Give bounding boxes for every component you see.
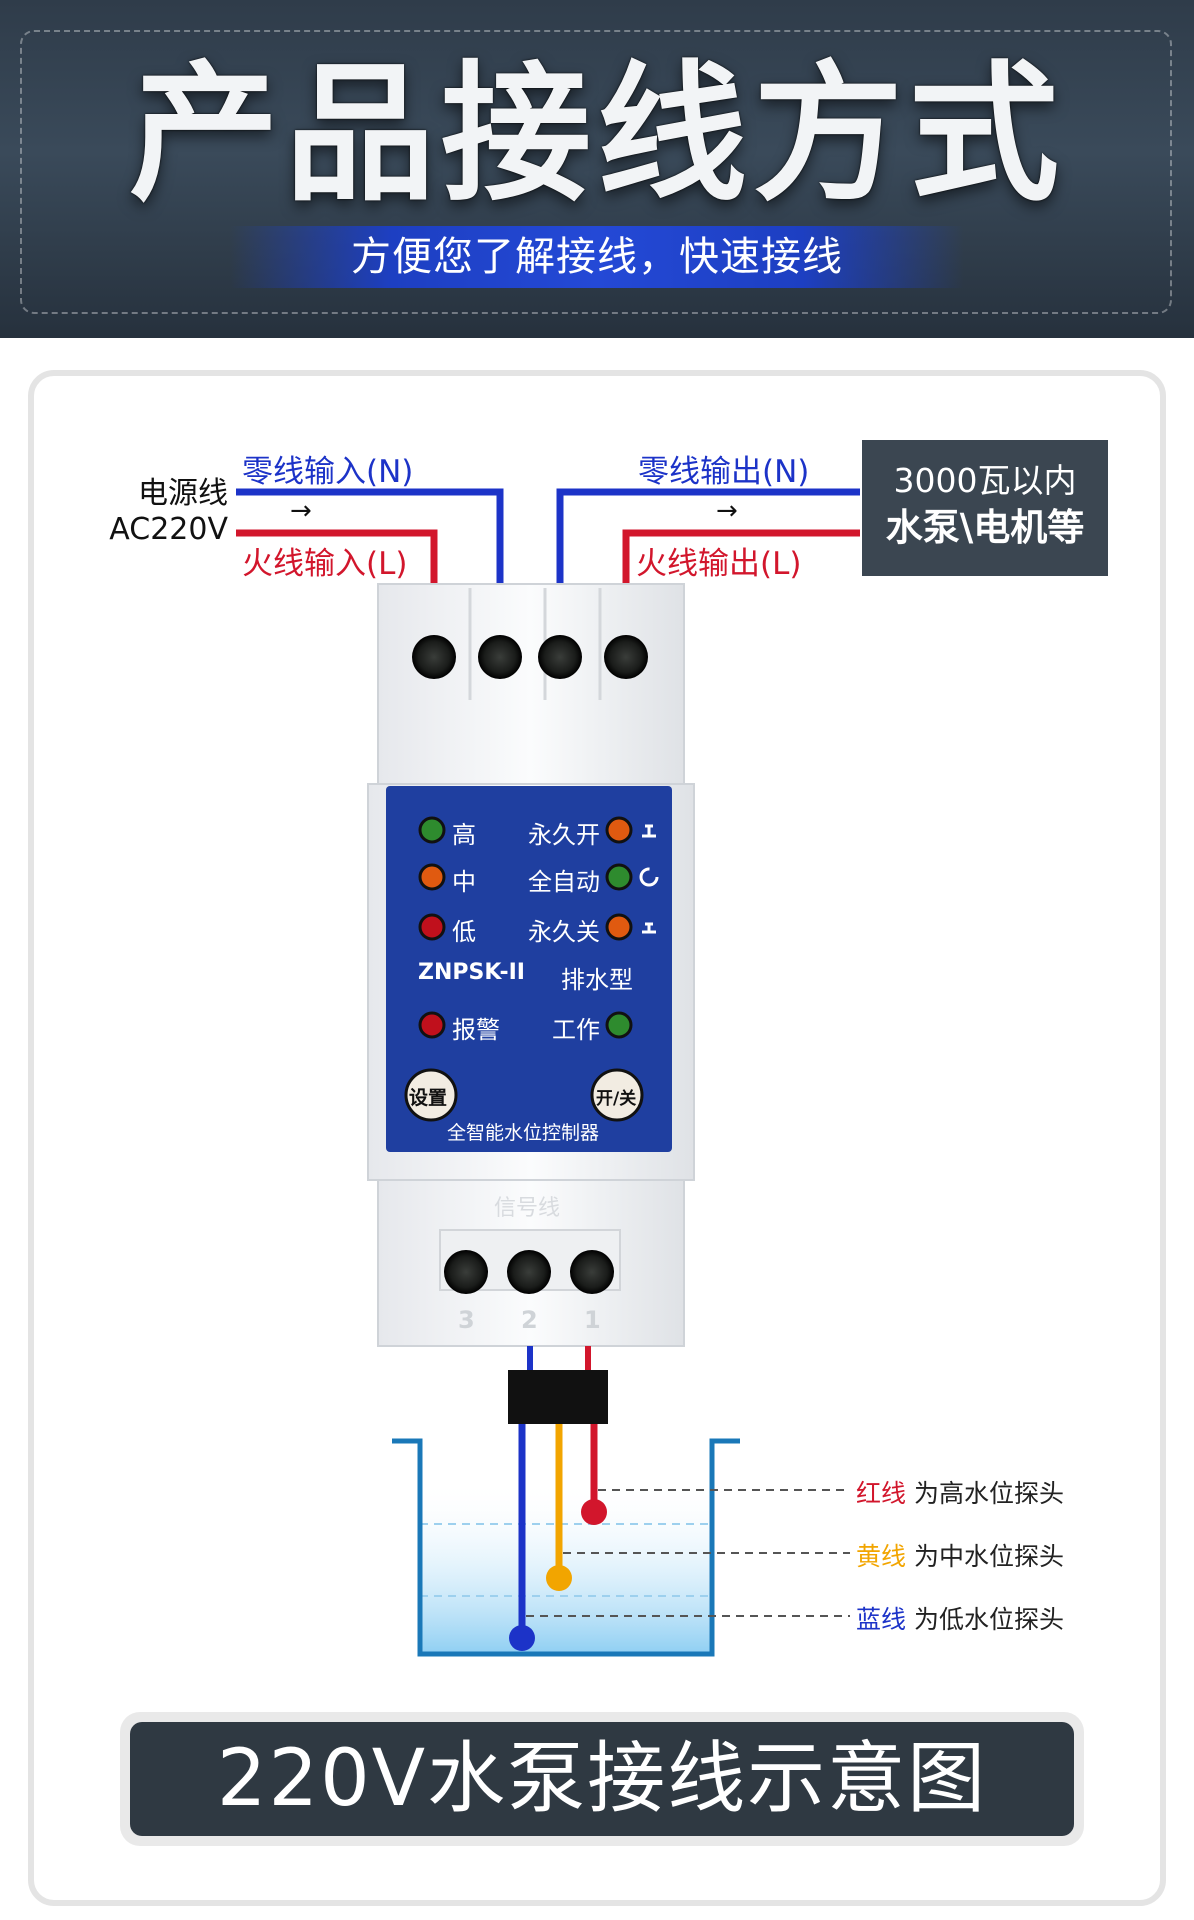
terminal-number-3: 3 <box>458 1306 475 1334</box>
arrow-out: → <box>716 496 738 526</box>
led-high <box>418 816 446 844</box>
page-subtitle: 方便您了解接线，快速接线 <box>351 234 843 280</box>
live-output-wire <box>622 529 860 590</box>
product-name: 全智能水位控制器 <box>447 1122 600 1144</box>
drain-type-label: 排水型 <box>561 966 633 994</box>
signal-screw-3 <box>444 1250 488 1294</box>
water-tank <box>392 1438 740 1657</box>
probe-high <box>581 1499 607 1525</box>
control-panel <box>386 786 672 1152</box>
neutral-output-label: 零线输出(N) <box>638 454 810 490</box>
cable-connector <box>508 1370 608 1424</box>
label-alarm: 报警 <box>452 1016 500 1044</box>
label-always-on: 永久开 <box>528 821 600 849</box>
neutral-output-wire <box>556 488 860 590</box>
signal-line-label: 信号线 <box>494 1196 561 1221</box>
label-always-off: 永久关 <box>528 918 600 946</box>
label-work: 工作 <box>552 1016 600 1044</box>
terminal-number-2: 2 <box>521 1306 538 1334</box>
probe-legend-low: 蓝线 为低水位探头 <box>856 1605 1064 1634</box>
load-type: 水泵\电机等 <box>885 506 1085 549</box>
led-work <box>605 1011 633 1039</box>
power-button-label[interactable]: 开/关 <box>596 1089 637 1109</box>
diagram-caption: 220V水泵接线示意图 <box>130 1722 1074 1836</box>
faucet-closed-icon <box>642 922 656 934</box>
probe-legend-high: 红线 为高水位探头 <box>856 1479 1064 1508</box>
led-always-on <box>605 816 633 844</box>
neutral-input-wire <box>236 488 504 590</box>
led-auto <box>605 863 633 891</box>
set-button-label[interactable]: 设置 <box>409 1087 448 1109</box>
page-title: 产品接线方式 <box>128 48 1065 222</box>
label-low: 低 <box>452 918 476 946</box>
led-alarm <box>418 1011 446 1039</box>
power-line-label: 电源线 AC220V <box>109 476 228 547</box>
controller-device <box>367 583 695 1347</box>
neutral-input-label: 零线输入(N) <box>242 454 414 490</box>
terminal-screw-live-in <box>412 635 456 679</box>
set-button[interactable] <box>404 1068 458 1122</box>
load-power-limit: 3000瓦以内 <box>893 461 1077 500</box>
led-mid <box>418 863 446 891</box>
signal-screw-2 <box>507 1250 551 1294</box>
faucet-open-icon <box>642 824 656 838</box>
terminal-screw-live-out <box>604 635 648 679</box>
led-low <box>418 913 446 941</box>
model-number: ZNPSK-II <box>418 960 525 985</box>
terminal-number-1: 1 <box>584 1306 601 1334</box>
terminal-screw-neutral-in <box>478 635 522 679</box>
probe-mid <box>546 1565 572 1591</box>
live-input-wire <box>236 529 438 590</box>
led-always-off <box>605 913 633 941</box>
signal-screw-1 <box>570 1250 614 1294</box>
terminal-screw-neutral-out <box>538 635 582 679</box>
subtitle-bar <box>230 226 964 288</box>
label-mid: 中 <box>452 868 476 896</box>
load-info-box: 3000瓦以内 水泵\电机等 <box>862 440 1108 576</box>
header-banner: 产品接线方式 方便您了解接线，快速接线 <box>0 0 1194 338</box>
arrow-in: → <box>290 496 312 526</box>
label-auto: 全自动 <box>528 868 600 896</box>
probe-low <box>509 1625 535 1651</box>
live-input-label: 火线输入(L) <box>242 546 408 582</box>
label-high: 高 <box>452 821 476 849</box>
power-button[interactable] <box>590 1068 644 1122</box>
refresh-icon <box>639 867 659 887</box>
live-output-label: 火线输出(L) <box>636 546 802 582</box>
water-body <box>420 1480 712 1654</box>
probe-legend-mid: 黄线 为中水位探头 <box>856 1542 1064 1571</box>
header-frame <box>20 30 1172 314</box>
